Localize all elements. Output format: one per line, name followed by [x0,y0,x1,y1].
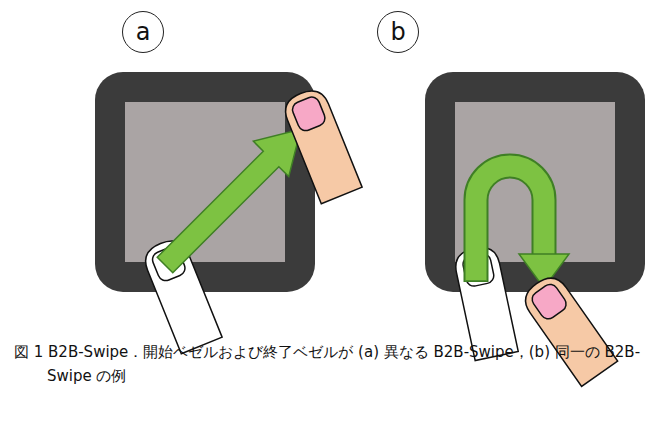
u-turn-arrow [466,166,570,288]
swipe-arrow [147,112,318,283]
panel-label: a [136,20,151,44]
panel-label-circle: b [377,11,419,53]
watch-a [95,72,315,292]
end-finger [280,85,362,203]
panel-label: b [390,20,405,44]
figure-caption: 図 1 B2B-Swipe．開始ベゼルおよび終了ベゼルが (a) 異なる B2B… [14,340,644,388]
end-finger [519,271,618,386]
panel-label-circle: a [122,11,164,53]
